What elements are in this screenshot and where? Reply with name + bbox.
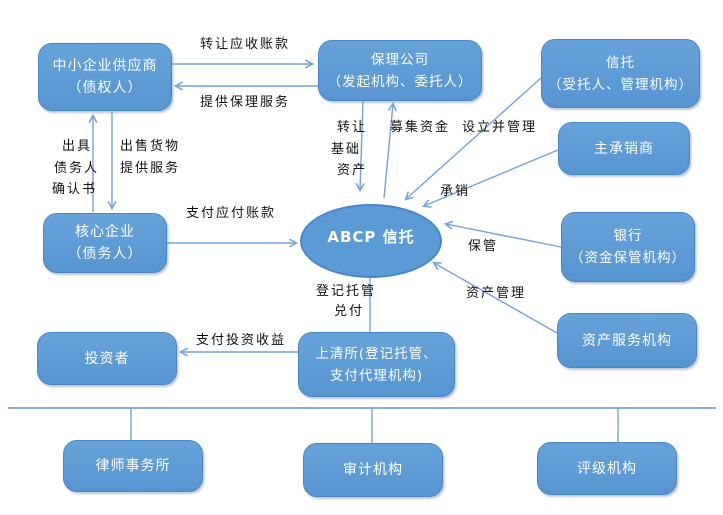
edge-label-sell-goods-2: 提供服务	[120, 161, 181, 176]
edge-label-pay-payables: 支付应付账款	[186, 206, 277, 221]
node-trust-line1: 信托	[606, 54, 635, 71]
edge-label-issue-confirmation-1: 出具	[62, 139, 93, 154]
node-sme-supplier-line2: （债权人）	[67, 80, 143, 96]
edge-label-raise-funds: 募集资金	[390, 120, 451, 135]
node-lead-underwriter: 主承销商	[558, 122, 690, 175]
node-factoring-line2: （发起机构、委托人）	[327, 73, 473, 90]
node-law-firm: 律师事务所	[63, 440, 203, 492]
edge-label-transfer-assets-3: 资产	[337, 163, 368, 178]
node-rating: 评级机构	[537, 442, 677, 495]
node-clearing-house: 上清所(登记托管、 支付代理机构)	[298, 332, 455, 397]
edge-label-underwrite: 承销	[440, 184, 471, 199]
edge-label-pay-investment-returns: 支付投资收益	[196, 333, 287, 348]
node-law-firm-line1: 律师事务所	[95, 458, 171, 474]
node-sme-supplier-line1: 中小企业供应商	[52, 58, 158, 74]
node-clearing-house-line2: 支付代理机构)	[329, 367, 424, 384]
node-lead-underwriter-line1: 主承销商	[594, 140, 654, 157]
node-audit-line1: 审计机构	[343, 462, 403, 478]
node-investor-line1: 投资者	[84, 350, 130, 367]
edge-label-setup-manage: 设立并管理	[462, 120, 538, 135]
node-audit: 审计机构	[303, 443, 443, 497]
node-sme-supplier: 中小企业供应商 （债权人）	[38, 43, 172, 111]
node-investor: 投资者	[37, 332, 177, 385]
edge-label-register-custody-2: 兑付	[334, 304, 365, 319]
node-bank: 银行 （资金保管机构）	[561, 212, 695, 282]
edge-label-transfer-assets-1: 转让	[337, 120, 368, 135]
node-core-enterprise: 核心企业 （债务人）	[43, 213, 167, 273]
node-asset-service-line1: 资产服务机构	[582, 332, 672, 349]
edge-label-issue-confirmation-3: 确认书	[52, 182, 98, 197]
edge-label-register-custody-1: 登记托管	[316, 284, 377, 299]
node-abcp-trust-ellipse: ABCP 信托	[300, 204, 442, 278]
node-abcp-trust-label: ABCP 信托	[327, 227, 415, 246]
node-bank-line1: 银行	[613, 228, 643, 244]
node-factoring-company: 保理公司 （发起机构、委托人）	[318, 40, 482, 101]
node-factoring-line1: 保理公司	[371, 51, 429, 68]
edge-label-custody: 保管	[468, 239, 499, 254]
edge-label-issue-confirmation-2: 债务人	[54, 161, 100, 176]
edge-label-provide-factoring: 提供保理服务	[200, 95, 291, 110]
node-trust-line2: （受托人、管理机构）	[548, 76, 693, 93]
node-asset-service: 资产服务机构	[557, 313, 697, 368]
node-rating-line1: 评级机构	[577, 460, 637, 477]
edge-label-transfer-receivables: 转让应收账款	[200, 37, 291, 52]
node-core-enterprise-line1: 核心企业	[75, 224, 135, 240]
node-core-enterprise-line2: （债务人）	[67, 246, 143, 262]
edge-label-sell-goods-1: 出售货物	[120, 139, 181, 154]
edge-label-transfer-assets-2: 基础	[331, 142, 362, 157]
node-clearing-house-line1: 上清所(登记托管、	[315, 345, 438, 362]
node-trust: 信托 （受托人、管理机构）	[541, 39, 700, 108]
edge-label-asset-management: 资产管理	[466, 286, 527, 301]
node-bank-line2: （资金保管机构）	[570, 250, 686, 266]
